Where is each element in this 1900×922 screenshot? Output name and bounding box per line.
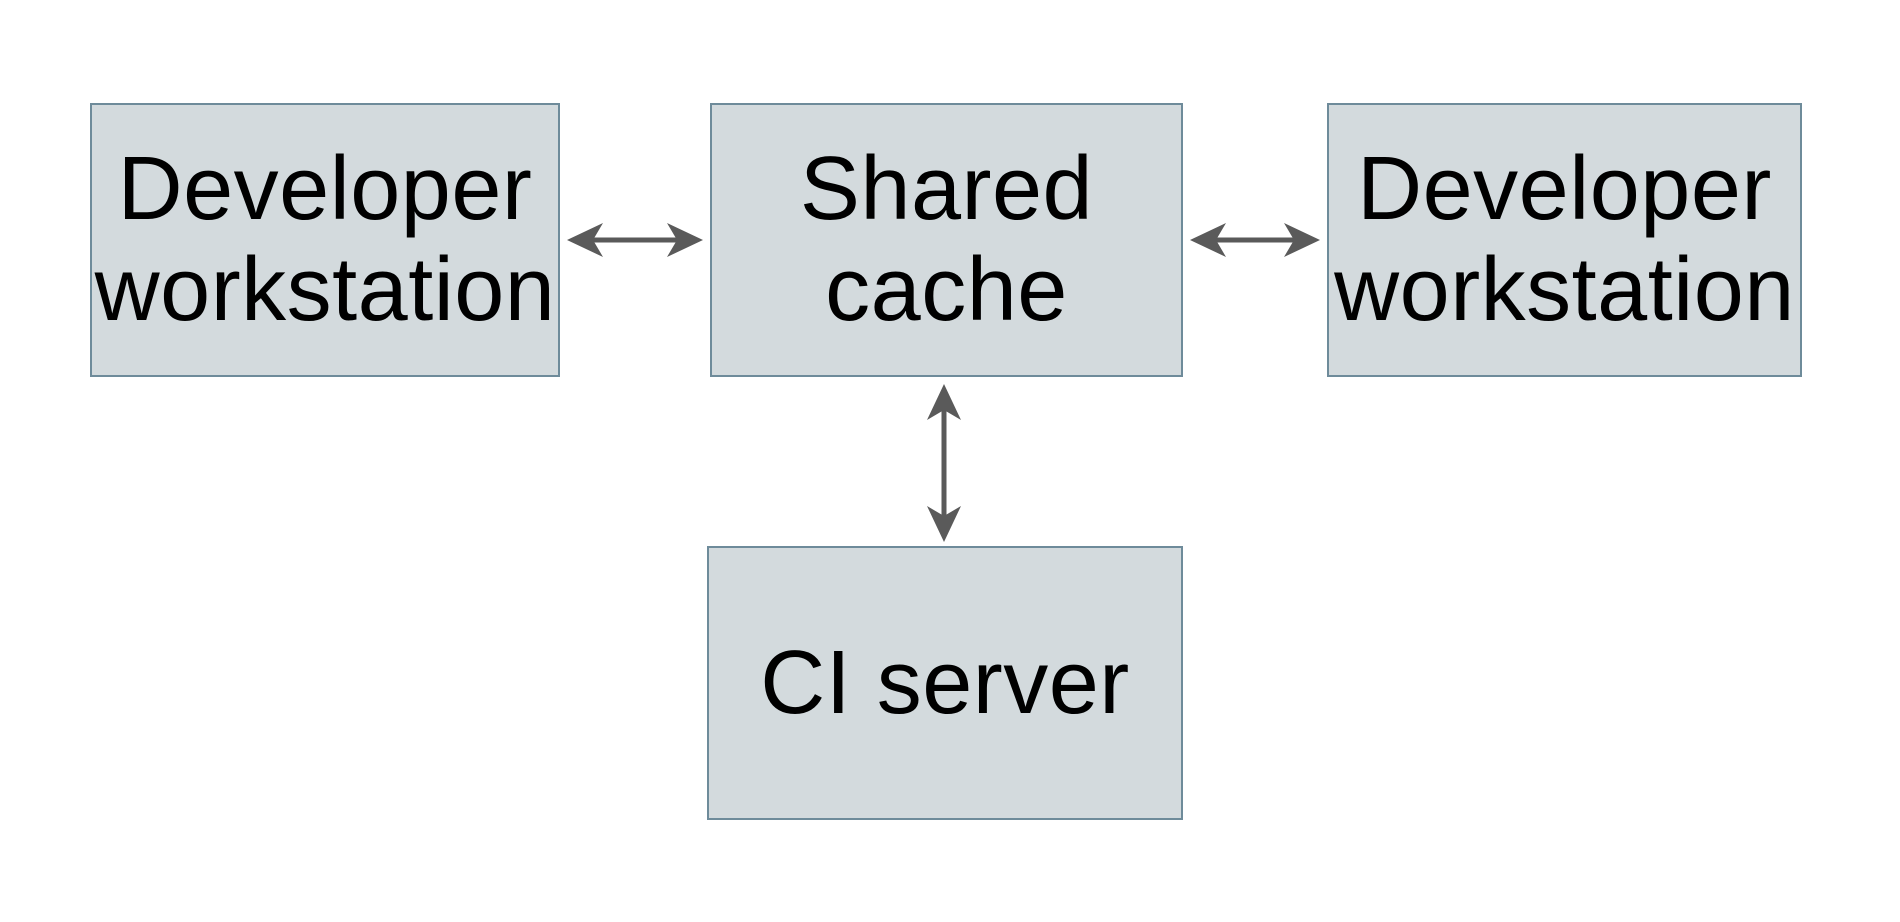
node-label-line: workstation — [1334, 240, 1795, 340]
node-ci-server: CI server — [707, 546, 1183, 820]
node-label-line: workstation — [94, 240, 556, 340]
arrowhead-left-icon — [1190, 223, 1226, 257]
arrowhead-right-icon — [667, 223, 703, 257]
arrowhead-right-icon — [1284, 223, 1320, 257]
arrowhead-left-icon — [567, 223, 603, 257]
node-developer-workstation-right: Developer workstation — [1327, 103, 1802, 377]
edge-sharedcache-ciserver-bidirectional-arrow — [927, 384, 961, 542]
arrowhead-down-icon — [927, 506, 961, 542]
arrowhead-up-icon — [927, 384, 961, 420]
edge-devleft-sharedcache-bidirectional-arrow — [567, 223, 703, 257]
node-label-line: Shared — [799, 139, 1094, 239]
edge-sharedcache-devright-bidirectional-arrow — [1190, 223, 1320, 257]
node-label-line: cache — [825, 240, 1068, 340]
node-shared-cache: Shared cache — [710, 103, 1183, 377]
node-label-line: CI server — [760, 632, 1130, 733]
node-label-line: Developer — [1357, 139, 1772, 239]
node-developer-workstation-left: Developer workstation — [90, 103, 560, 377]
node-label-line: Developer — [117, 139, 533, 239]
